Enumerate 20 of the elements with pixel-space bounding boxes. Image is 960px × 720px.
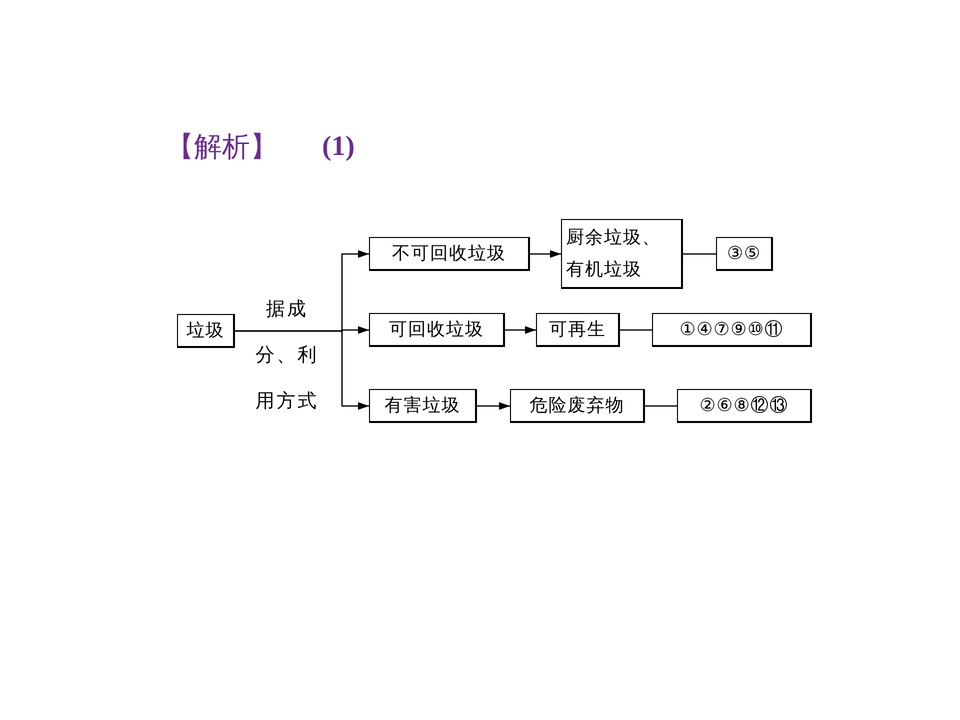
- part-number: (1): [322, 131, 355, 163]
- text-box: 厨余垃圾、有机垃圾: [561, 219, 683, 289]
- arrow: [235, 330, 369, 410]
- text-box: 危险废弃物: [510, 389, 645, 423]
- arrow: [530, 250, 561, 258]
- connector-line: [683, 253, 716, 255]
- arrow: [477, 402, 510, 410]
- text-box: ③⑤: [716, 237, 773, 271]
- arrow: [505, 326, 536, 334]
- text-box: ①④⑦⑨⑩⑪: [652, 313, 812, 347]
- connector-line: [620, 329, 652, 331]
- text-box: 可回收垃圾: [369, 313, 505, 347]
- text-box: 不可回收垃圾: [369, 237, 530, 271]
- heading: 【解析】: [166, 129, 278, 165]
- text-box: ②⑥⑧⑫⑬: [677, 389, 812, 423]
- connector-line: [645, 405, 677, 407]
- text-box: 垃圾: [177, 314, 235, 348]
- text-box: 可再生: [536, 313, 620, 347]
- edge-label: 据成分、利用方式: [254, 297, 320, 414]
- text-box: 有害垃圾: [369, 389, 477, 423]
